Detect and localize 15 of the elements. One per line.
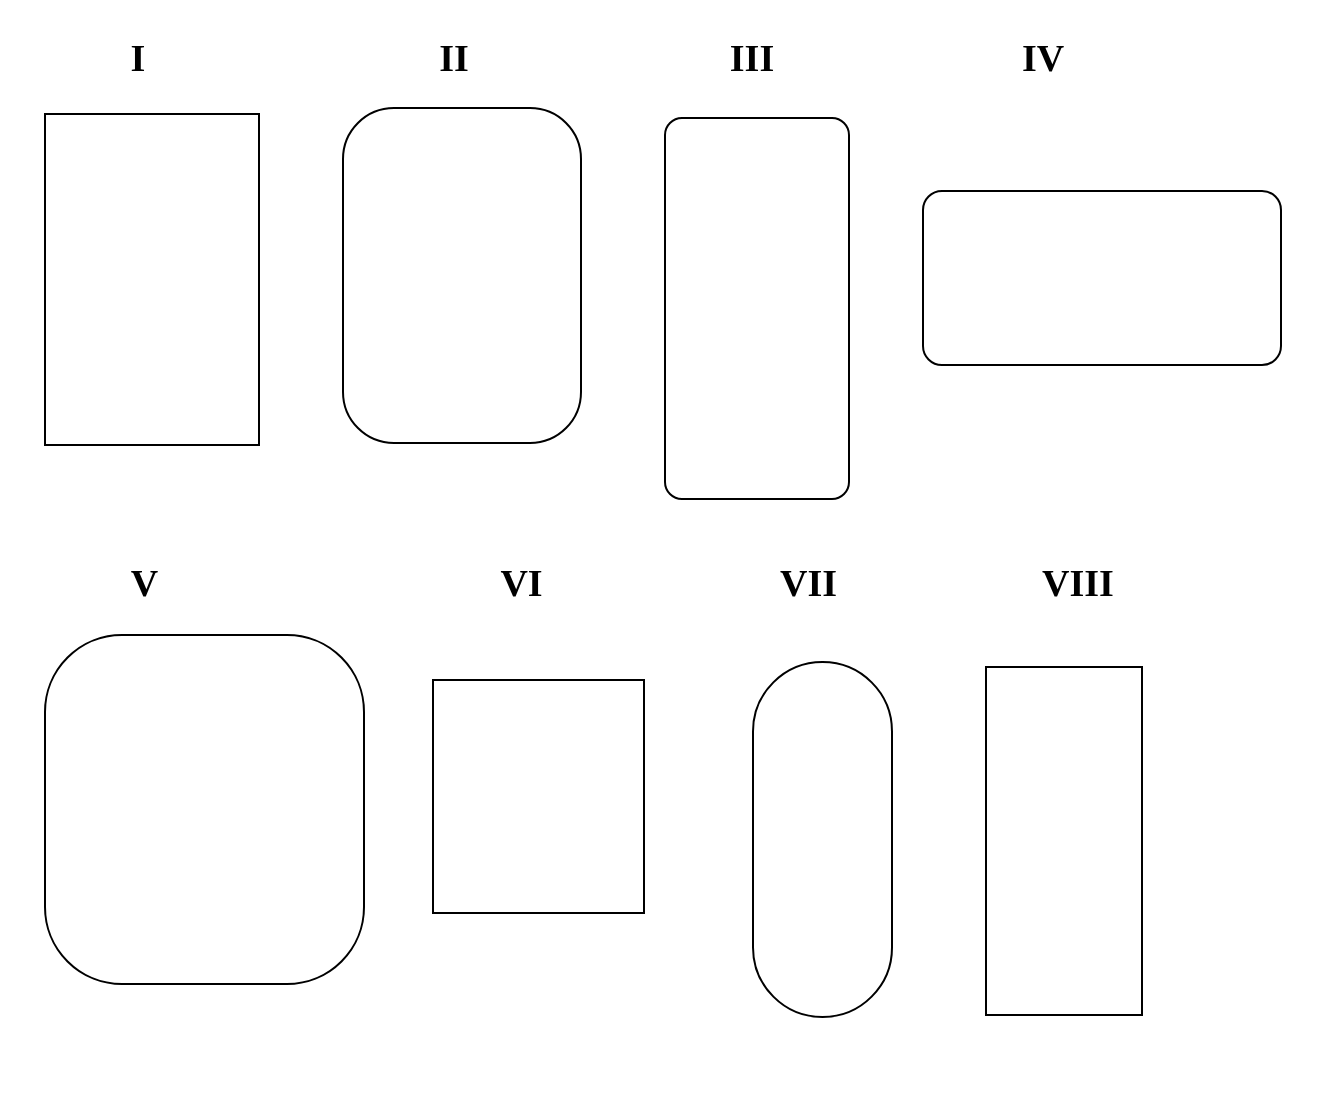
- shape-heading: III: [728, 36, 776, 80]
- shape-heading: VIII: [1041, 561, 1115, 605]
- rounded-rectangle-outline: [922, 190, 1282, 366]
- rounded-rectangle-outline: [44, 634, 365, 985]
- shape-heading: V: [129, 561, 160, 605]
- rectangle-outline: [985, 666, 1143, 1016]
- shape-heading: II: [438, 36, 470, 80]
- rounded-rectangle-outline: [664, 117, 850, 500]
- shape-heading: IV: [1020, 36, 1066, 80]
- rectangle-outline: [44, 113, 260, 446]
- shape-heading: VI: [499, 561, 544, 605]
- shape-heading: VII: [779, 561, 838, 605]
- rectangle-outline: [432, 679, 645, 914]
- rounded-rectangle-outline: [342, 107, 582, 444]
- shape-heading: I: [129, 36, 147, 80]
